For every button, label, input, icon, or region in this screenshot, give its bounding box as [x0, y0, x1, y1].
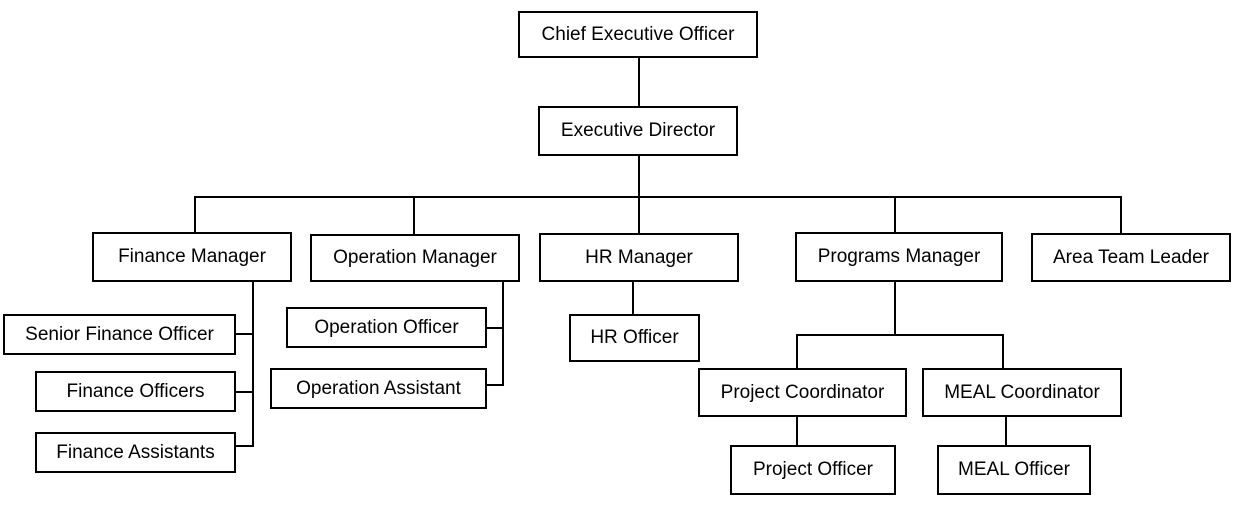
connector-senior-finance-officer [234, 333, 254, 335]
node-finance-assistants: Finance Assistants [35, 432, 236, 473]
connector-finance-spine [252, 281, 254, 447]
connector-meal-coordinator [1002, 334, 1004, 369]
connector-manager-bus [194, 196, 1122, 198]
connector-area-team-leader [1120, 196, 1122, 234]
connector-hr-manager [638, 196, 640, 234]
connector-project-officer [796, 416, 798, 446]
connector-ceo-ed [638, 57, 640, 107]
connector-programs-stem [894, 281, 896, 335]
node-executive-director: Executive Director [538, 106, 738, 156]
node-finance-officers: Finance Officers [35, 371, 236, 412]
connector-finance-assistants [234, 445, 254, 447]
connector-operation-manager [413, 196, 415, 235]
connector-coordinator-bus [796, 334, 1004, 336]
connector-meal-officer [1005, 416, 1007, 446]
node-hr-manager: HR Manager [539, 233, 739, 282]
connector-project-coordinator [796, 334, 798, 369]
node-area-team-leader: Area Team Leader [1031, 233, 1231, 282]
node-finance-manager: Finance Manager [92, 232, 292, 282]
connector-hr-officer [632, 281, 634, 315]
node-project-coordinator: Project Coordinator [698, 368, 907, 417]
connector-ed-bus [638, 155, 640, 197]
connector-finance-officers [234, 391, 254, 393]
node-programs-manager: Programs Manager [795, 232, 1003, 282]
connector-programs-manager [894, 196, 896, 233]
node-operation-manager: Operation Manager [310, 234, 520, 282]
connector-finance-manager [194, 196, 196, 233]
node-operation-officer: Operation Officer [286, 307, 487, 348]
node-meal-coordinator: MEAL Coordinator [922, 368, 1122, 417]
node-chief-executive-officer: Chief Executive Officer [518, 11, 758, 58]
connector-operation-assistant [485, 384, 504, 386]
node-project-officer: Project Officer [730, 445, 896, 495]
node-operation-assistant: Operation Assistant [270, 368, 487, 409]
node-hr-officer: HR Officer [569, 314, 700, 362]
connector-operation-spine [502, 281, 504, 386]
node-meal-officer: MEAL Officer [937, 445, 1091, 495]
connector-operation-officer [485, 327, 504, 329]
node-senior-finance-officer: Senior Finance Officer [3, 314, 236, 355]
